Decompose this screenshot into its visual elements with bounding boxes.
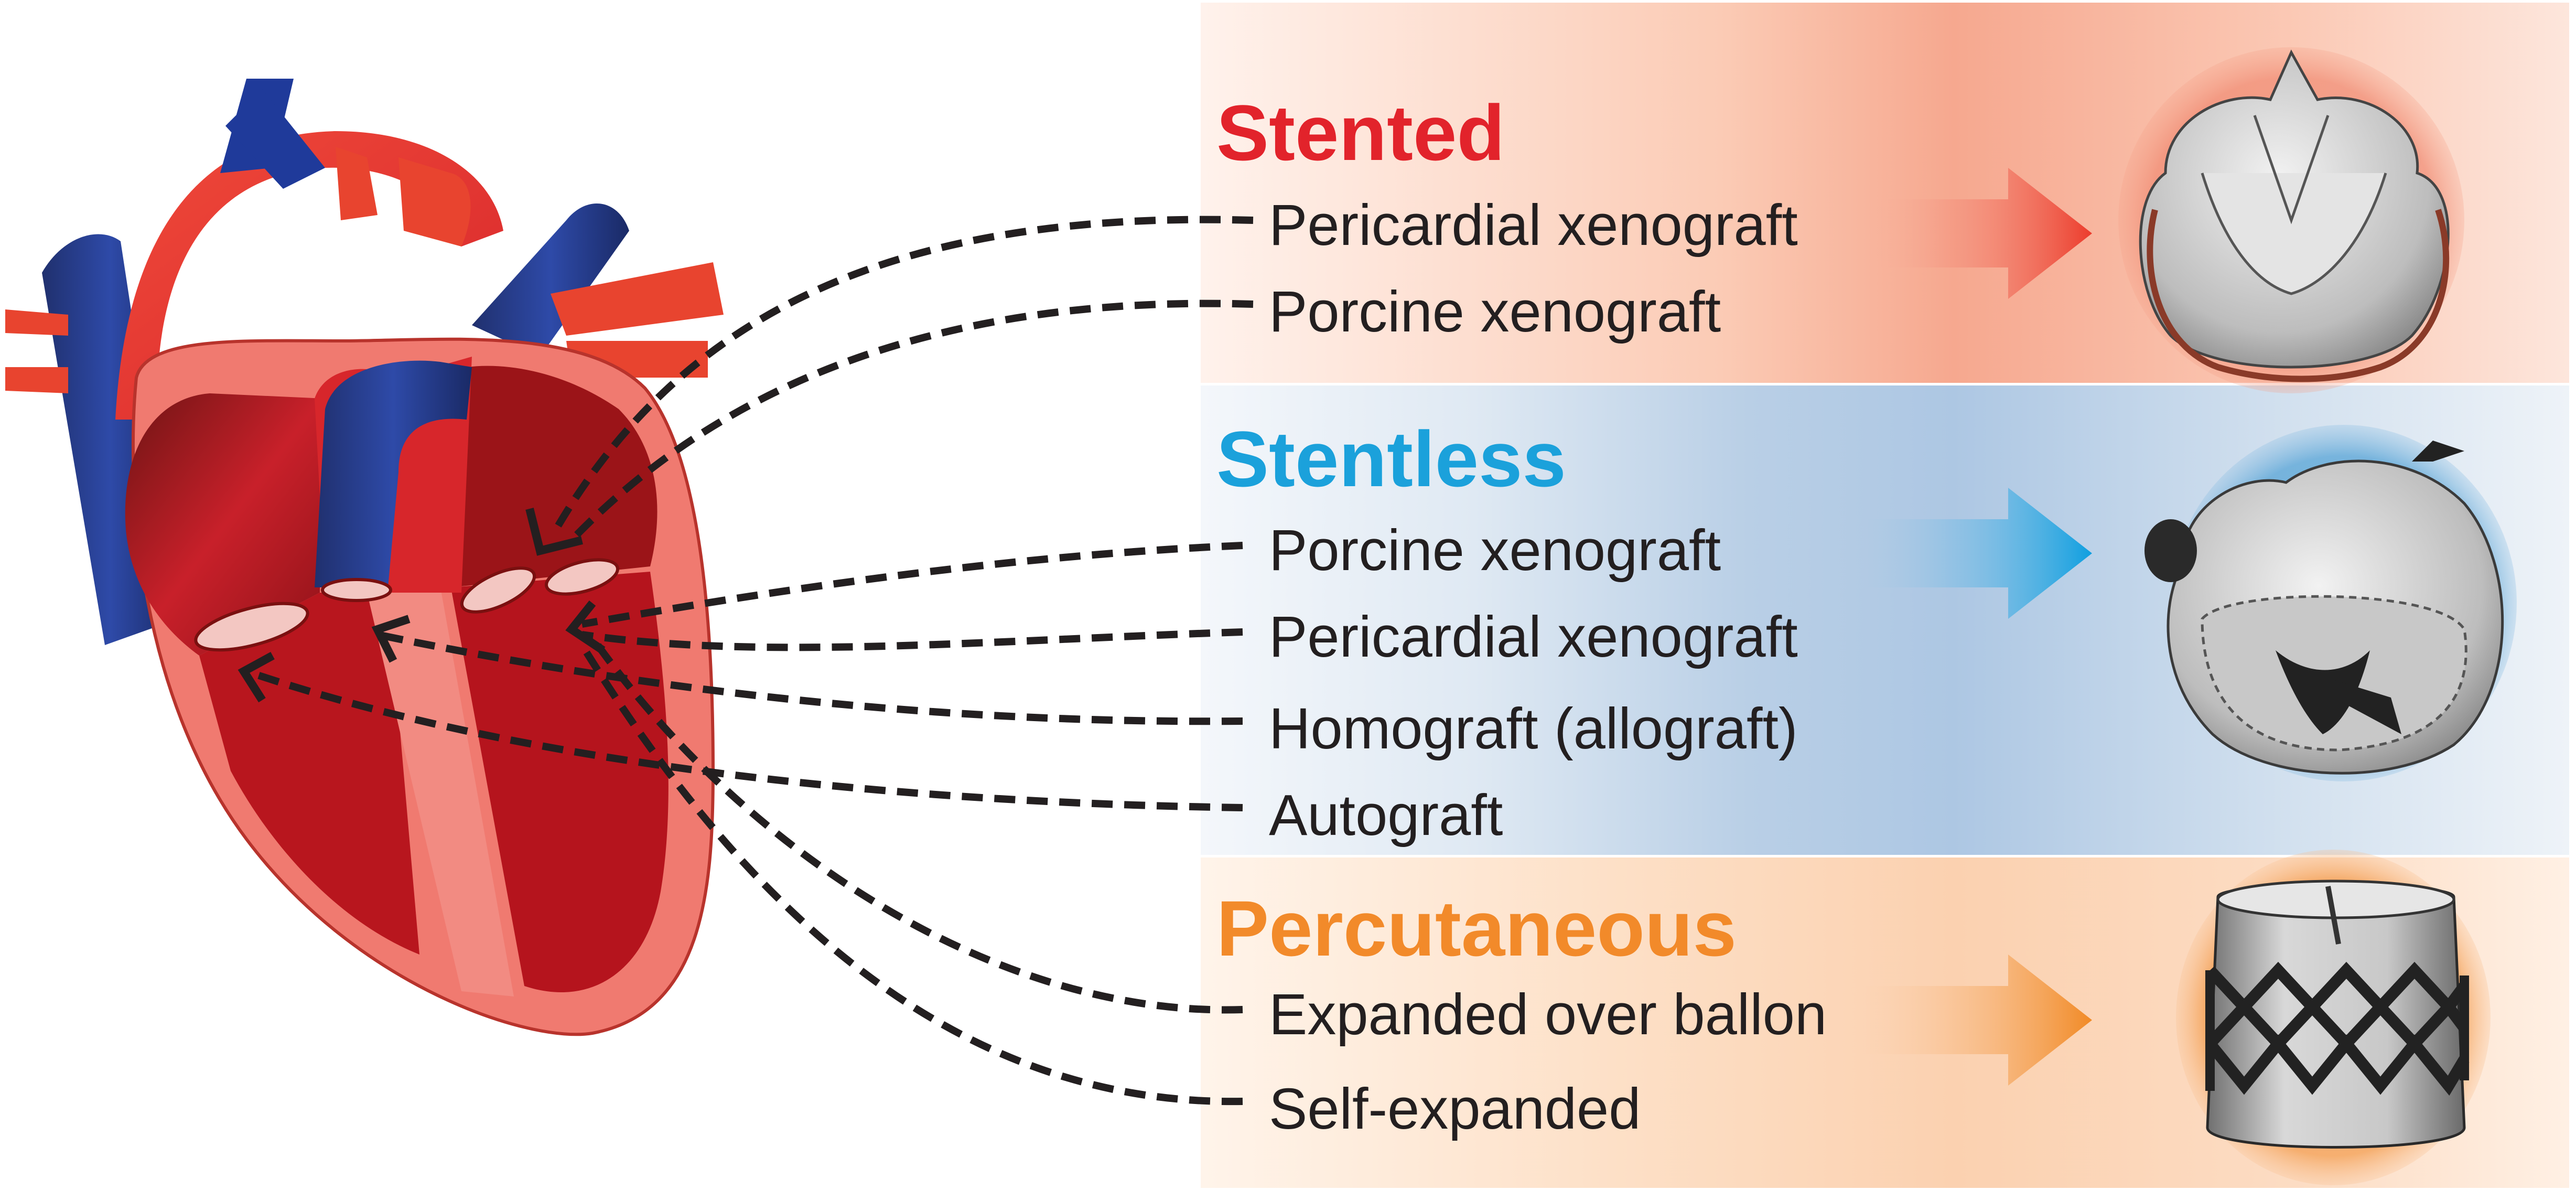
aorta-arch [115, 131, 503, 420]
stentless-item-autograft: Autograft [1269, 783, 1503, 848]
connector-stentless-pericardial [581, 628, 1243, 651]
stented-arrow-icon [1867, 168, 2092, 299]
arrowhead-icon [238, 651, 275, 703]
aortic-valve [460, 566, 536, 614]
connector-autograft [245, 668, 1243, 811]
mitral-valve [544, 558, 620, 596]
pulmonary-trunk [315, 360, 472, 587]
arrowhead-icon [525, 508, 583, 556]
stented-item-pericardial-xenograft: Pericardial xenograft [1269, 193, 1798, 258]
tricuspid-valve [194, 602, 309, 652]
stentless-valve-image [2144, 425, 2517, 781]
connector-arrowheads [238, 508, 606, 703]
arrowhead-icon [565, 601, 606, 654]
stentless-arrow-icon [1856, 488, 2092, 619]
percutaneous-item-self-expanded: Self-expanded [1269, 1077, 1641, 1141]
carotid-artery [336, 147, 378, 220]
pulmonary-vein-left-2 [5, 367, 68, 393]
connector-stented-porcine [568, 299, 1254, 543]
pulmonary-vein-left [5, 309, 68, 336]
arrowhead-icon [371, 615, 411, 663]
stented-title: Stented [1216, 89, 1505, 177]
pulmonary-valve [321, 578, 392, 602]
left-atrium [430, 366, 658, 587]
stentless-item-pericardial-xenograft: Pericardial xenograft [1269, 605, 1798, 669]
stented-item-porcine-xenograft: Porcine xenograft [1269, 280, 1721, 344]
stentless-item-homograft: Homograft (allograft) [1269, 696, 1798, 761]
subclavian-artery [398, 157, 471, 246]
percutaneous-valve-image [2176, 850, 2491, 1185]
percutaneous-item-expanded-over-ballon: Expanded over ballon [1269, 982, 1827, 1047]
right-atrium [125, 393, 325, 656]
percutaneous-title: Percutaneous [1216, 884, 1737, 972]
pulmonary-artery [472, 203, 629, 357]
stentless-title: Stentless [1216, 415, 1566, 503]
connector-lines [245, 216, 1254, 1106]
stentless-item-porcine-xenograft: Porcine xenograft [1269, 518, 1721, 583]
percutaneous-arrow-icon [1856, 955, 2092, 1086]
connector-homograft [376, 631, 1243, 725]
connector-stentless-porcine [581, 542, 1243, 628]
brachiocephalic-vessel-top [225, 89, 325, 189]
connector-expanded-ballon [595, 642, 1243, 1014]
heart-illustration [5, 79, 724, 1036]
septum [367, 587, 514, 996]
pulmonary-artery-right [551, 262, 724, 336]
stented-valve-image [2118, 47, 2464, 393]
connector-stented-pericardial [552, 216, 1254, 532]
